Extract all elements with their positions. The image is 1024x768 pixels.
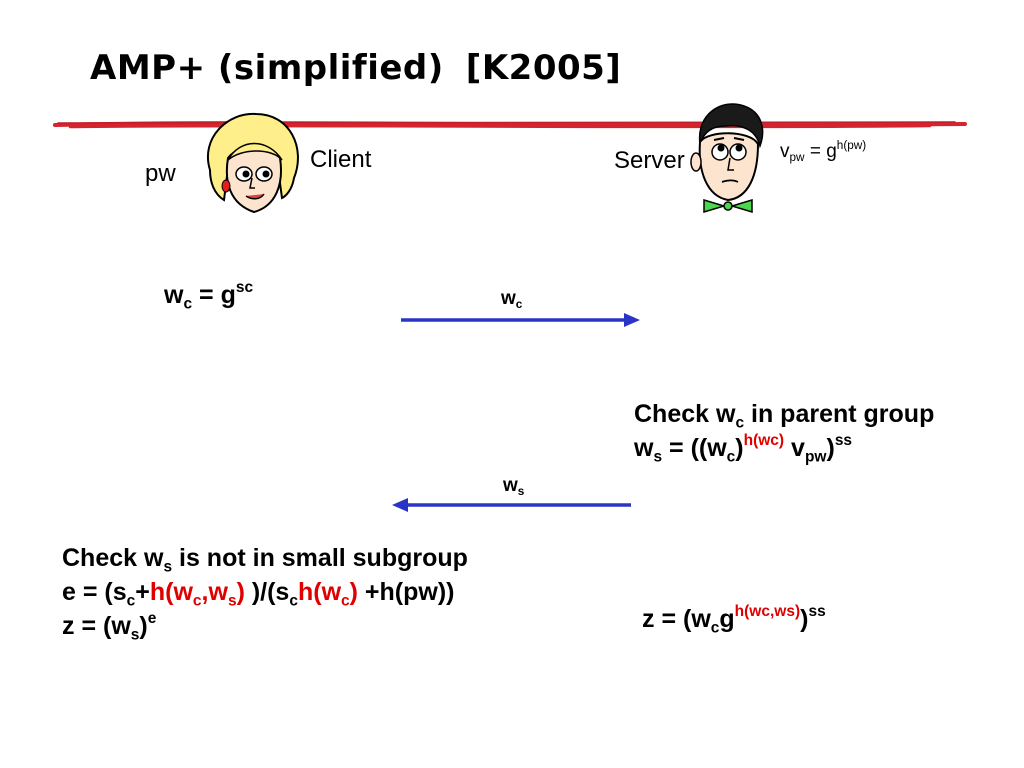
page-title: AMP+ (simplified) [K2005] [90, 48, 621, 88]
message-arrow-right [401, 313, 640, 327]
server-check-block: Check wc in parent group ws = ((wc)h(wc)… [634, 397, 934, 465]
title-reference: [K2005] [465, 48, 622, 88]
arrow1-label: wc [501, 288, 523, 312]
woman-face-icon [207, 112, 299, 214]
client-label: Client [310, 146, 372, 173]
message-arrow-left [392, 498, 631, 512]
server-label: Server [614, 147, 685, 174]
server-verifier: vpw = gh(pw) [780, 138, 867, 165]
client-check-block: Check ws is not in small subgroup e = (s… [62, 541, 468, 643]
client-check-line1: Check ws is not in small subgroup [62, 544, 468, 576]
client-secret: pw [145, 160, 176, 187]
server-compute-z: z = (wcgh(wc,ws))ss [642, 603, 826, 637]
title-main: AMP+ (simplified) [90, 48, 444, 88]
client-compute-wc: wc = gsc [164, 279, 254, 313]
server-check-line1: Check wc in parent group [634, 400, 935, 432]
client-compute-z: z = (ws)e [62, 610, 157, 644]
arrow2-label: ws [503, 475, 525, 499]
client-compute-e: e = (sc+h(wc,ws) )/(sch(wc) +h(pw)) [62, 578, 455, 610]
title-rule [53, 121, 967, 129]
server-compute-ws: ws = ((wc)h(wc) vpw)ss [634, 432, 853, 466]
man-face-icon [690, 103, 764, 214]
